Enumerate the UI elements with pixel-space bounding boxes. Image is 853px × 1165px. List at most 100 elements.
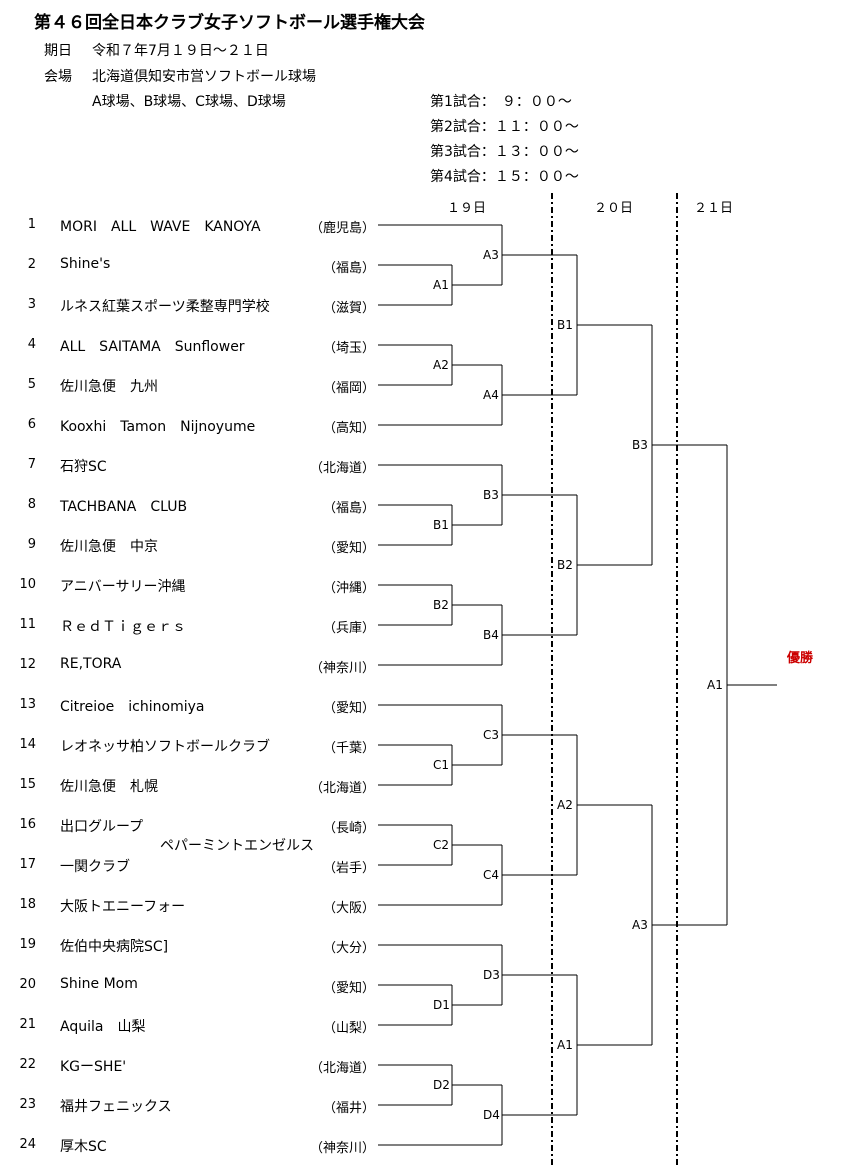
fields-list: A球場、B球場、C球場、D球場 [92,94,286,110]
team-prefecture: （長崎） [322,821,375,836]
team-name: アニバーサリー沖縄 [60,579,186,595]
day-header-21: ２１日 [694,201,734,216]
team-prefecture: （愛知） [322,541,375,556]
team-prefecture: （北海道） [309,781,375,796]
team-number: 6 [27,417,36,432]
team-prefecture: （神奈川） [309,661,375,676]
team-number: 2 [27,257,36,272]
team-name: レオネッサ柏ソフトボールクラブ [60,739,270,755]
match-label-A4: A4 [483,388,499,402]
team-number: 20 [19,977,36,992]
schedule-game-4: 第4試合：１５：００～ [430,169,579,185]
team-name: RE,TORA [60,656,122,672]
team-number: 10 [19,577,36,592]
match-label-B2: B2 [433,598,449,612]
team-number: 13 [19,697,36,712]
match-label-C1: C1 [433,758,450,772]
match-label-A2: A2 [557,798,573,812]
venue-label: 会場 [44,69,72,85]
team-name: Citreioe ichinomiya [60,699,205,715]
schedule-game-1: 第1試合： ９：００～ [430,94,572,110]
team-prefecture: （愛知） [322,981,375,996]
team-prefecture: （高知） [322,421,375,436]
team-number: 12 [19,657,36,672]
team-name: Kooxhi Tamon Nijnoyume [60,419,256,435]
team-number: 15 [19,777,36,792]
team-prefecture: （大分） [322,941,375,956]
team-name: ルネス紅葉スポーツ柔整専門学校 [60,299,270,315]
team-number: 8 [27,497,36,512]
day-header-20: ２０日 [594,201,634,216]
team-number: 24 [19,1137,36,1152]
team-prefecture: （山梨） [322,1021,375,1036]
date-label: 期日 [44,43,72,59]
team-name: 石狩SC [60,459,107,475]
date-value: 令和７年7月１９日～２１日 [92,43,269,59]
schedule-game-3: 第3試合：１３：００～ [430,144,579,160]
team-number: 1 [27,217,36,232]
match-label-final: A1 [707,678,723,692]
team-prefecture: （兵庫） [322,621,375,636]
match-label-D1: D1 [433,998,450,1012]
schedule-game-2: 第2試合：１１：００～ [430,119,579,135]
match-label-D4: D4 [483,1108,500,1122]
team-name: KGーSHE' [60,1059,127,1075]
team-number: 21 [19,1017,36,1032]
team-prefecture: （北海道） [309,461,375,476]
team-prefecture: （北海道） [309,1061,375,1076]
match-label-D3: D3 [483,968,500,982]
match-label-C2: C2 [433,838,450,852]
team-name: 一関クラブ [60,859,130,875]
team-prefecture: （神奈川） [309,1141,375,1156]
match-label-B3: B3 [632,438,648,452]
team-name: 大阪トエニーフォー [60,899,186,915]
team-number: 18 [19,897,36,912]
team-prefecture: （福岡） [322,381,375,396]
match-label-B1: B1 [433,518,449,532]
team-name: 福井フェニックス [60,1099,172,1115]
team-name: 厚木SC [60,1139,107,1155]
team-prefecture: （鹿児島） [309,221,375,236]
page-title: 第４６回全日本クラブ女子ソフトボール選手権大会 [34,13,425,33]
team-number: 3 [27,297,36,312]
team-name: 佐伯中央病院SC] [60,939,169,955]
match-label-A1: A1 [433,278,449,292]
team-number: 4 [27,337,36,352]
team-prefecture: （千葉） [322,741,375,756]
team-prefecture: （福井） [322,1101,375,1116]
team-name: MORI ALL WAVE KANOYA [60,219,261,235]
team-name: 佐川急便 中京 [60,539,158,555]
team-name: 出口グループ [60,819,144,835]
match-label-C4: C4 [483,868,500,882]
team-name: Shine's [60,256,111,272]
team-number: 23 [19,1097,36,1112]
match-label-A1: A1 [557,1038,573,1052]
team-name: Aquila 山梨 [60,1019,146,1035]
team-name: TACHBANA CLUB [60,499,188,515]
team-number: 14 [19,737,36,752]
team-name: ALL SAITAMA Sunflower [60,339,245,355]
team-number: 11 [19,617,36,632]
match-label-B3: B3 [483,488,499,502]
match-label-A3: A3 [483,248,499,262]
team-prefecture: （埼玉） [322,341,375,356]
day-header-19: １９日 [447,201,487,216]
team-16-subtitle: ペパーミントエンゼルス [160,838,314,854]
team-number: 19 [19,937,36,952]
team-prefecture: （愛知） [322,701,375,716]
venue-value: 北海道倶知安市営ソフトボール球場 [92,69,316,85]
match-label-A2: A2 [433,358,449,372]
team-number: 7 [27,457,36,472]
team-prefecture: （福島） [322,501,375,516]
match-label-B4: B4 [483,628,499,642]
team-number: 9 [27,537,36,552]
team-prefecture: （大阪） [322,901,375,916]
team-number: 22 [19,1057,36,1072]
team-prefecture: （福島） [322,261,375,276]
match-label-B2: B2 [557,558,573,572]
match-label-B1: B1 [557,318,573,332]
team-number: 17 [19,857,36,872]
match-label-A3: A3 [632,918,648,932]
team-prefecture: （岩手） [322,861,375,876]
